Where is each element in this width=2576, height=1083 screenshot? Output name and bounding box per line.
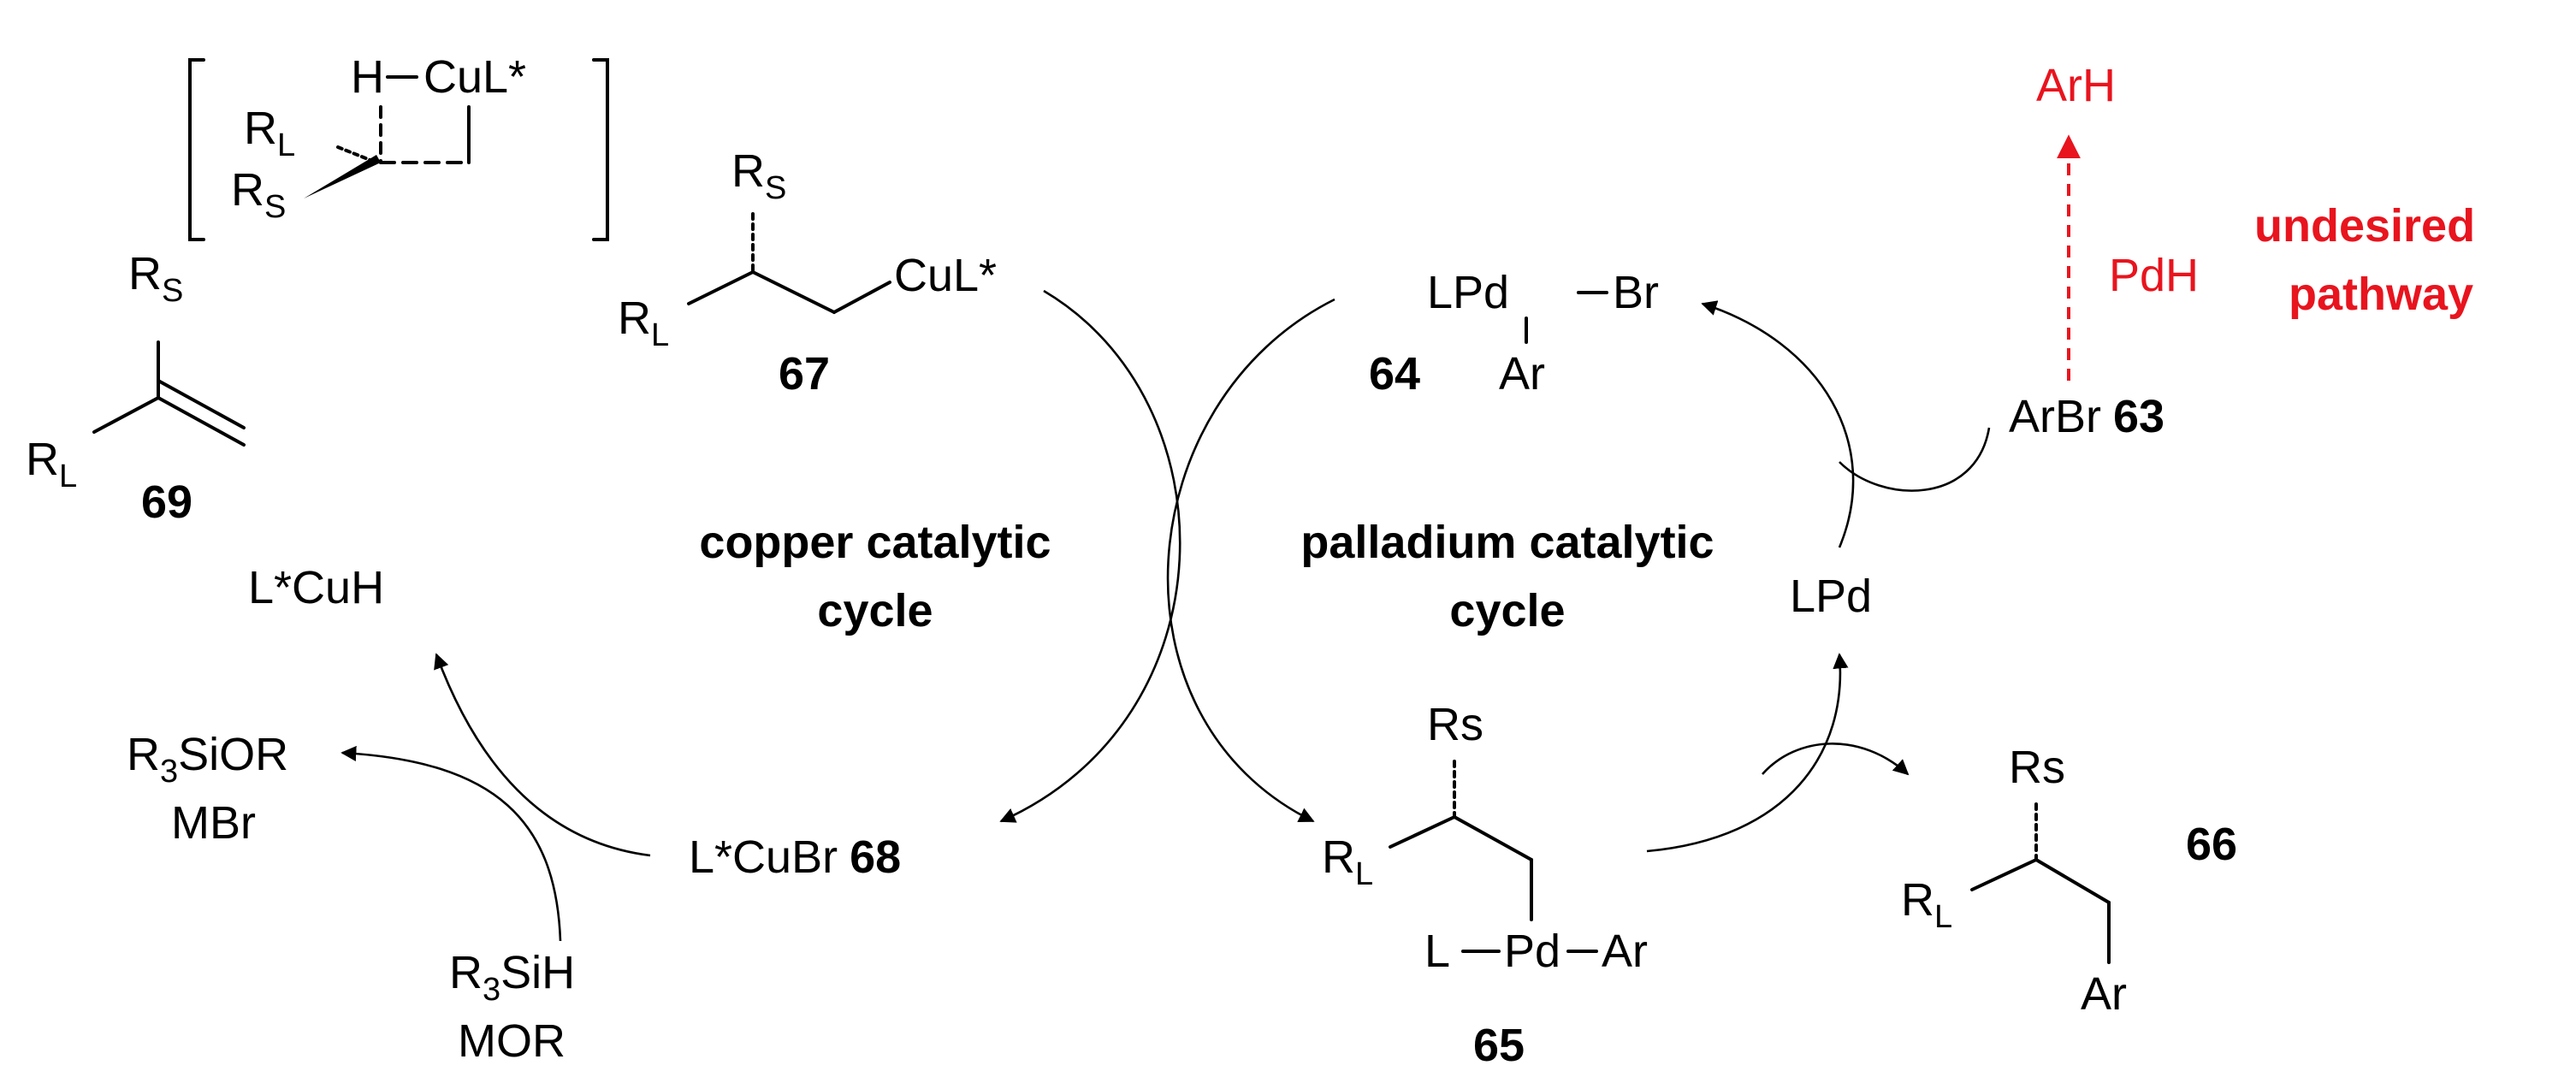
ts-rl: RL: [244, 103, 295, 163]
compound-number-67: 67: [779, 348, 830, 399]
compound-number-66: 66: [2186, 819, 2237, 870]
pd65-rl: RL: [1322, 831, 1373, 892]
arrow-68-to-cuh: [434, 653, 651, 857]
alkene-69: RS RL 69: [26, 248, 246, 528]
pd-oxidative-addition-64: LPd Br Ar 64: [1369, 267, 1659, 399]
pd-alkyl-65: Rs RL L Pd Ar 65: [1322, 699, 1648, 1071]
pd65-ch2-bond: [1453, 815, 1533, 861]
undesired-pathway: ArH PdH undesired pathway: [2036, 60, 2475, 381]
alkylcopper-rs: RS: [731, 145, 786, 206]
compound-number-65: 65: [1473, 1020, 1525, 1071]
palladium-zero: LPd: [1790, 571, 1872, 622]
product-66: Rs RL Ar 66: [1901, 742, 2237, 1020]
copper-hydride: L*CuH: [248, 562, 384, 613]
pd65-ligand: L: [1424, 926, 1450, 977]
alkylcopper-67: RS RL CuL* 67: [618, 145, 997, 399]
arrow-pd0-to-64: [1701, 300, 1855, 548]
pd64-ar: Ar: [1499, 348, 1545, 399]
pd65-rl-bond: [1389, 815, 1456, 849]
arrow-64-to-65: [1166, 298, 1335, 823]
arrow-silane-exchange: [341, 745, 562, 942]
undesired-product: ArH: [2036, 60, 2116, 111]
salt-byproduct: MBr: [171, 797, 256, 849]
pd64-lpd: LPd: [1427, 267, 1509, 318]
undesired-reagent: PdH: [2109, 250, 2199, 301]
undesired-label-line1: undesired: [2254, 200, 2475, 252]
copper-cycle-label-line1: copper catalytic: [699, 517, 1051, 568]
alkene-rl-bond: [92, 396, 160, 434]
pd65-metal: Pd: [1504, 926, 1560, 977]
product-ch2-bond: [2034, 858, 2111, 904]
alkylcopper-cu-bond: [832, 281, 891, 314]
alkene-double-bond-1: [157, 396, 246, 447]
ts-hash-bond: [336, 145, 378, 164]
alkene-double-bond-2: [157, 379, 246, 429]
palladium-cycle-label-line1: palladium catalytic: [1300, 517, 1714, 568]
ts-wedge-bond: [304, 155, 381, 198]
pd65-ar: Ar: [1602, 926, 1648, 977]
alkylcopper-metal: CuL*: [894, 250, 997, 301]
alkene-rs: RS: [128, 248, 183, 309]
product-rl: RL: [1901, 874, 1952, 935]
pd64-br: Br: [1613, 267, 1659, 318]
compound-number-64: 64: [1369, 348, 1420, 399]
product-ar: Ar: [2081, 968, 2127, 1020]
alkylcopper-ch2-bond: [751, 270, 836, 314]
ts-copper: CuL*: [423, 51, 526, 103]
silyl-ether-byproduct: R3SiOR: [127, 729, 288, 790]
ts-rs: RS: [231, 164, 286, 225]
copper-cycle-label-line2: cycle: [817, 585, 933, 636]
undesired-label-line2: pathway: [2289, 269, 2473, 320]
bracket-left: [188, 58, 205, 241]
arrow-65-to-pd0: [1646, 653, 1849, 853]
pd65-rs: Rs: [1427, 699, 1483, 750]
alkylcopper-rl: RL: [618, 293, 669, 353]
alkene-rl: RL: [26, 434, 77, 494]
arrow-arbr-entry: [1839, 427, 1991, 492]
bracket-right: [592, 58, 609, 241]
ts-hydride: H: [351, 51, 384, 103]
palladium-cycle-label-line2: cycle: [1449, 585, 1565, 636]
transition-state: H CuL* RL RS: [188, 51, 609, 241]
arrow-67-to-68: [999, 289, 1181, 823]
alkoxide-reagent: MOR: [458, 1015, 566, 1067]
arrow-product-release: [1762, 743, 1910, 776]
alkylcopper-rl-bond: [687, 270, 755, 305]
compound-number-69: 69: [141, 476, 192, 528]
silane-reagent: R3SiH: [449, 947, 575, 1008]
product-rs: Rs: [2009, 742, 2065, 793]
product-rl-bond: [1970, 858, 2038, 891]
